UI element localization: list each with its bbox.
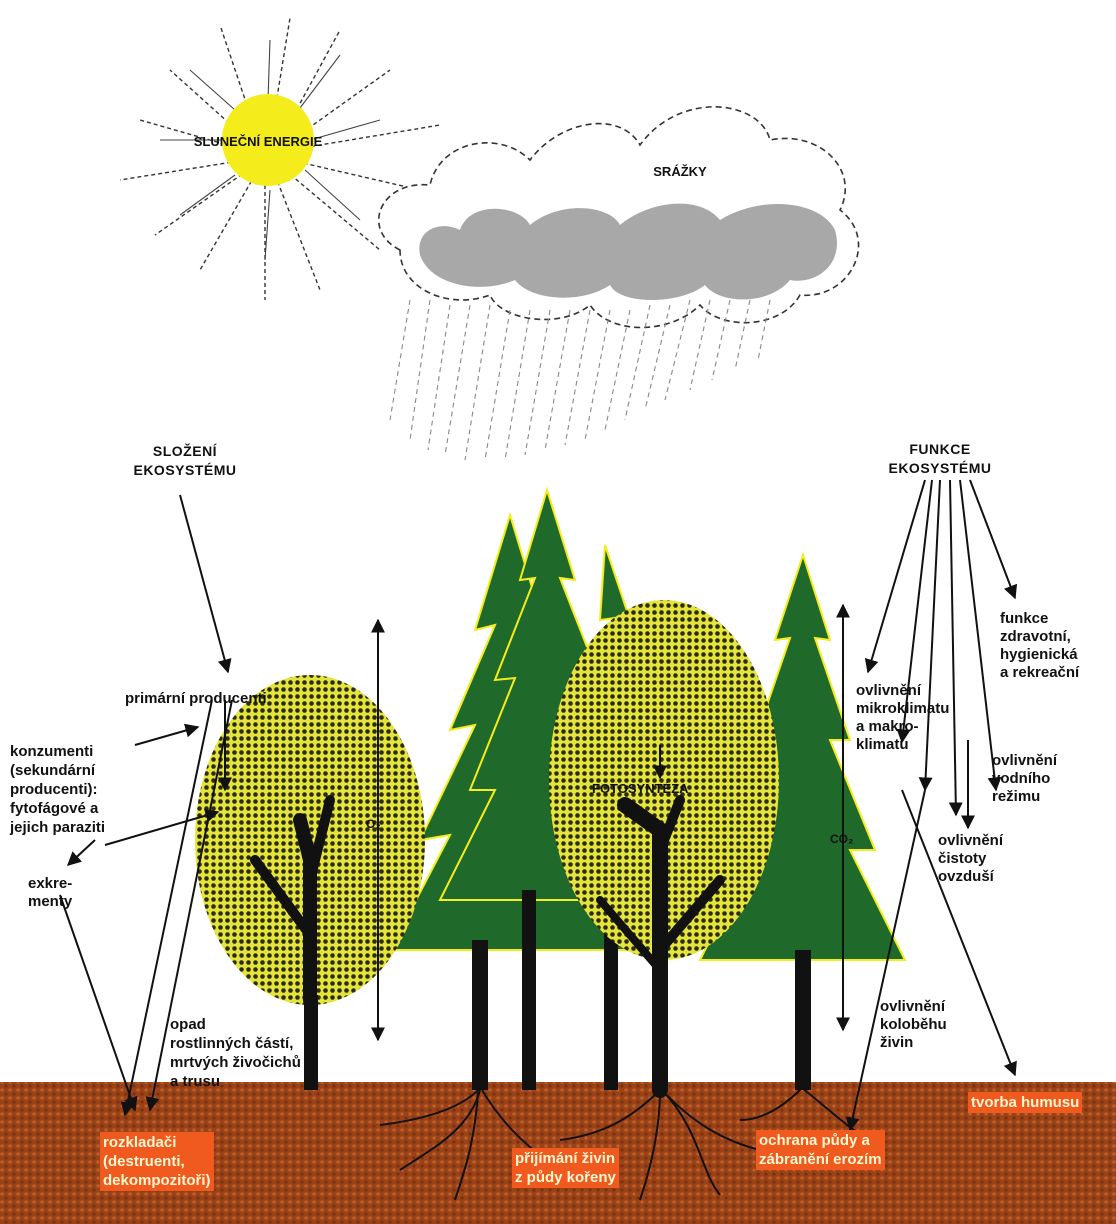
- microclimate-label: ovlivnění mikroklimatu a makro- klimatu: [856, 682, 976, 754]
- primary-producers-label: primární producenti: [125, 690, 267, 708]
- o2-label: O₂: [366, 815, 381, 833]
- air-purity-label: ovlivnění čistoty ovzduší: [938, 832, 1038, 886]
- sun-icon: [120, 18, 440, 300]
- cloud-icon: [379, 107, 859, 328]
- nutrient-uptake-label: přijímání živin z půdy kořeny: [512, 1148, 619, 1188]
- litter-label: opad rostlinných částí, mrtvých živočich…: [170, 1015, 355, 1091]
- sun-label: SLUNEČNÍ ENERGIE: [194, 134, 323, 149]
- consumers-label: konzumenti (sekundární producenti): fyto…: [10, 742, 140, 837]
- excrements-label: exkre- menty: [28, 875, 72, 911]
- soil-protection-label: ochrana půdy a zábranění erozím: [756, 1130, 885, 1170]
- humus-label: tvorba humusu: [968, 1092, 1082, 1113]
- nutrient-cycle-label: ovlivnění koloběhu živin: [880, 998, 980, 1052]
- water-regime-label: ovlivnění vodního režimu: [992, 752, 1102, 806]
- rain-label: SRÁŽKY: [653, 164, 707, 179]
- photosynthesis-label: FOTOSYNTÉZA: [592, 780, 689, 798]
- decomposers-label: rozkladači (destruenti, dekompozitoři): [100, 1132, 214, 1191]
- composition-label: SLOŽENÍ EKOSYSTÉMU: [130, 442, 240, 480]
- health-function-label: funkce zdravotní, hygienická a rekreační: [1000, 610, 1116, 682]
- rain-icon: [390, 300, 770, 460]
- function-label: FUNKCE EKOSYSTÉMU: [870, 440, 1010, 478]
- co2-label: CO₂: [830, 830, 853, 848]
